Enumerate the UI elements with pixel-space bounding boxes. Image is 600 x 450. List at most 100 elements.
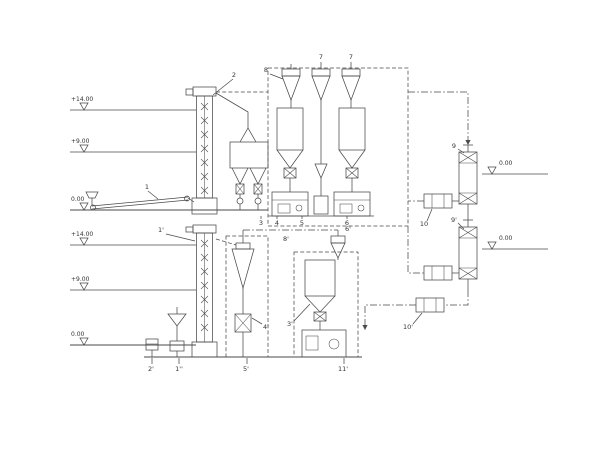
control-box-10 [423,193,459,209]
separator-detail [458,151,478,205]
leader-line [260,216,348,219]
elevation-label: 0.00 [71,331,85,338]
equipment-label-2p: 2' [148,365,154,373]
storage-bins-and-packers [268,107,374,217]
leader-line [151,358,345,364]
datum-triangle-icon [79,337,89,346]
control-box-mid [423,265,459,281]
cyclone-cone [341,75,361,102]
aux-body [169,340,185,352]
equipment-label-2: 2 [232,71,236,79]
datum-triangle-icon [487,241,497,250]
elevation-label: 0.00 [71,196,85,203]
route-to-lower-section [364,304,416,330]
leader-line [269,73,284,80]
separator-detail [458,226,478,280]
box-body [415,297,445,313]
packer-detail [339,203,353,214]
bin-cone [338,149,366,169]
equipment-label-6: 6 [345,219,349,227]
leader-line [251,317,263,325]
aspiration-cyclones [281,62,361,215]
feeder-cross [313,311,327,322]
leader-line [165,233,196,242]
equipment-label-5: 5 [300,219,304,227]
equipment-label-9: 9 [452,142,456,150]
machine-body [301,329,347,358]
control-box-10p [415,297,445,313]
equipment-label-4p: 4' [263,323,269,331]
equipment-label-11p: 11' [338,365,348,373]
route-to-separator-9 [408,91,469,145]
elevation-datums [70,102,548,358]
elevator-head [192,86,217,97]
elevation-label: +9.00 [71,276,90,283]
cyclone-4p-stack [215,230,255,357]
separator-body [458,151,478,205]
elevation-label: 0.00 [499,160,513,167]
gate-cross [235,183,263,195]
rotary-feeder [236,197,244,205]
dashed-enclosure-lower-left [225,235,269,358]
equipment-label-9p: 9' [451,216,457,224]
equipment-label-6p: 6' [345,225,351,233]
leader-line [426,208,433,222]
cyclone-stubs [290,62,352,69]
feed-hopper [85,191,99,205]
cyclone-top [341,68,361,77]
diagram-geometry [70,62,548,364]
route-box-mid [407,226,424,274]
head-discharge-pipe [215,92,249,128]
machine-detail [328,338,340,350]
packer-detail [277,203,291,214]
equipment-label-3p: 3' [287,320,293,328]
equipment-label-1: 1 [145,183,149,191]
leader-line [412,312,423,325]
elevation-label: +9.00 [71,138,90,145]
cyclone-cone [281,75,301,102]
hopper-bin [229,141,269,169]
box-detail [431,266,445,280]
hopper-cones [231,167,267,185]
box-detail [423,298,437,312]
storage-bin [338,107,366,151]
aux-cone [167,307,187,341]
datum-triangle-icon [487,166,497,175]
equipment-label-8: 8 [264,66,268,74]
cyclone-cone [311,75,331,102]
equipment-label-10p: 10' [403,323,413,331]
mid-cone-device [314,163,328,196]
bin-cone [276,149,304,169]
cyclone-top [311,68,331,77]
leader-line [293,303,311,322]
weigh-hopper-3 [229,127,269,210]
valve-cross [234,313,252,333]
leader-line [147,190,159,200]
bucket-ticks [200,239,209,332]
packer-detail [357,204,365,212]
cyclone-cone [231,248,255,290]
elevator-to-cyclone-duct [215,238,237,246]
arrowhead-icon [465,140,471,145]
tail-pulley [90,204,96,211]
head-pulley [184,195,190,202]
aux-machines-lower-left [145,307,187,357]
label-leaders [147,73,465,364]
machine-11p [301,329,347,358]
bucket-ticks [200,102,209,195]
elevator-motor [185,88,194,96]
equipment-label-1pp: 1'' [175,365,183,373]
equipment-label-1p: 1' [158,226,164,234]
cyclone-6p [243,229,346,260]
box-body [423,193,453,209]
storage-bin [304,259,336,297]
bucket-elevator-1p [185,224,218,358]
datum-triangle-icon [79,282,89,291]
separator-body [458,226,478,280]
equipment-label-4: 4 [275,219,279,227]
dashed-enclosure-lower-right [293,251,359,358]
leader-line [457,148,465,154]
belt-conveyor-1 [85,191,195,211]
